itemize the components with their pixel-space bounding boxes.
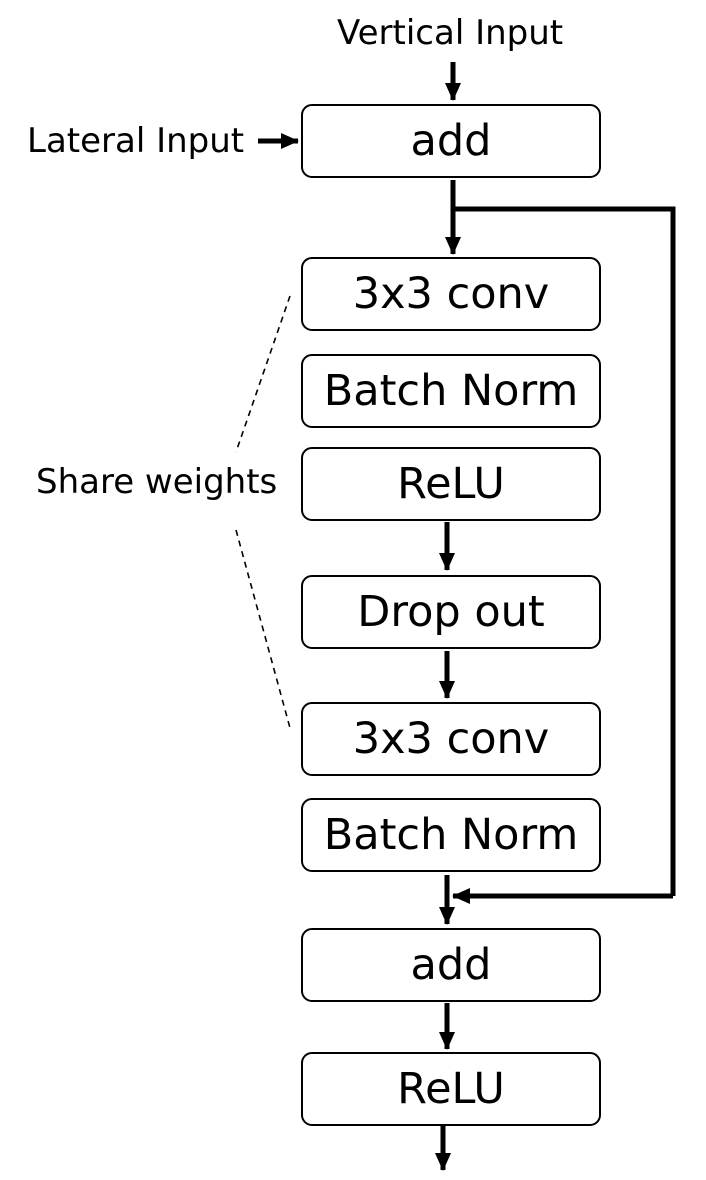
share-weights-label: Share weights — [36, 462, 278, 502]
batch-norm-block-1: Batch Norm — [301, 354, 601, 428]
share-weights-dashed-line-upper — [235, 295, 291, 453]
add-block-input: add — [301, 104, 601, 178]
add-block-residual: add — [301, 928, 601, 1002]
lateral-input-label: Lateral Input — [27, 121, 245, 161]
share-weights-dashed-line-lower — [235, 529, 291, 729]
relu-block-1: ReLU — [301, 447, 601, 521]
batch-norm-block-2: Batch Norm — [301, 798, 601, 872]
relu-block-output: ReLU — [301, 1052, 601, 1126]
skip-connection-line — [453, 206, 676, 896]
conv-block-1: 3x3 conv — [301, 257, 601, 331]
conv-block-2: 3x3 conv — [301, 702, 601, 776]
vertical-input-label: Vertical Input — [337, 13, 564, 53]
dropout-block: Drop out — [301, 575, 601, 649]
